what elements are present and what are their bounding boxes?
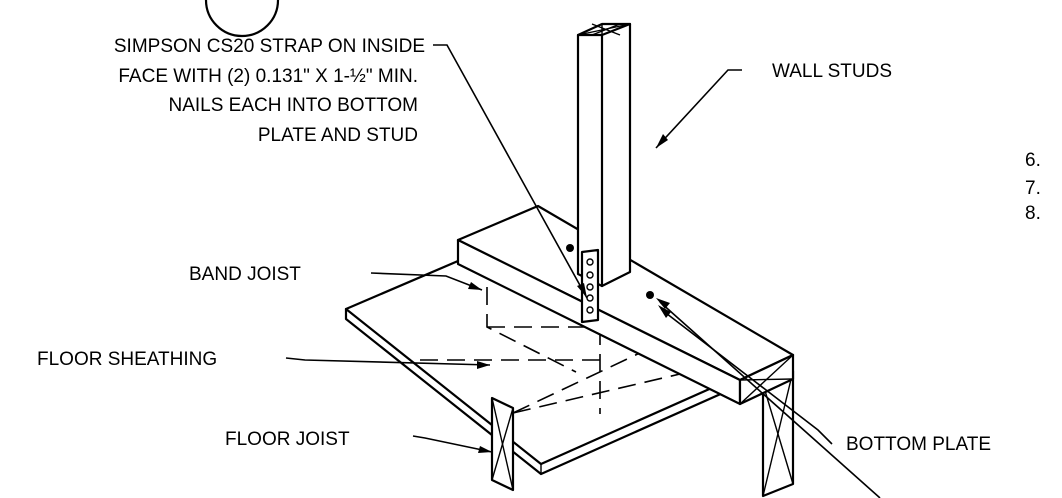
hidden-joist-lines — [420, 260, 681, 414]
simpson-strap — [566, 244, 654, 324]
nail-hole — [586, 306, 594, 314]
nail-hole — [586, 271, 594, 279]
nail-hole — [586, 258, 594, 266]
nail-hole — [586, 283, 594, 291]
floor-joist-section — [490, 396, 515, 492]
nail-head — [646, 291, 654, 299]
band-joist-label: BAND JOIST — [189, 264, 301, 285]
strap-note-line2: FACE WITH (2) 0.131" X 1-½" MIN. — [118, 66, 418, 87]
detail-bubble-arc — [204, 0, 280, 38]
strap-note-line3: NAILS EACH INTO BOTTOM — [168, 95, 418, 116]
wall-studs-label: WALL STUDS — [772, 61, 892, 82]
note-number-8: 8. — [1025, 203, 1041, 224]
strap-note-line4: PLATE AND STUD — [258, 125, 418, 146]
arrowheads — [468, 134, 671, 453]
floor-joist-label: FLOOR JOIST — [225, 429, 350, 450]
note-number-7: 7. — [1025, 178, 1041, 199]
wall-stud — [576, 22, 632, 288]
nail-head — [566, 244, 574, 252]
bottom-plate — [456, 204, 795, 406]
floor-sheathing-label: FLOOR SHEATHING — [37, 349, 217, 370]
bottom-plate-label: BOTTOM PLATE — [846, 434, 991, 455]
note-number-6: 6. — [1025, 150, 1041, 171]
leader-lines — [285, 44, 881, 498]
strap-note-line1: SIMPSON CS20 STRAP ON INSIDE — [114, 36, 425, 57]
